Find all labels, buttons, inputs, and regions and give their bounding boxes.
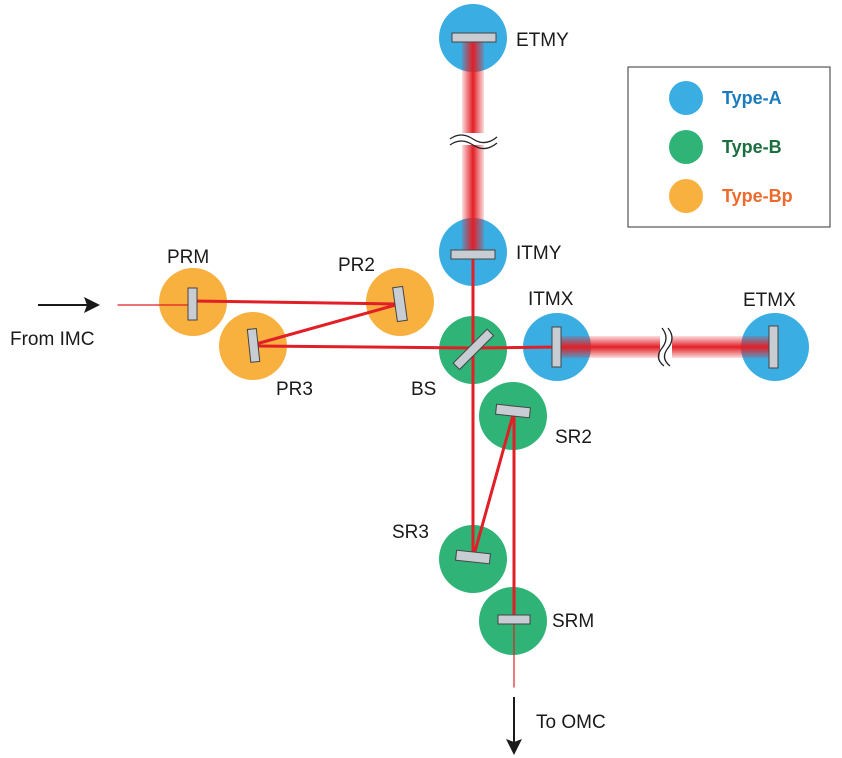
output-arrow — [506, 697, 522, 755]
legend-type-a-label: Type-A — [722, 88, 782, 108]
prm-pr2-beam — [191, 299, 401, 306]
legend-frame — [627, 66, 831, 228]
beam-paths — [117, 252, 559, 688]
sr3-sr2-beam — [472, 413, 515, 557]
label-sr2: SR2 — [555, 427, 592, 448]
label-sr3: SR3 — [392, 522, 429, 543]
y-arm-cavity-beam — [462, 40, 484, 252]
prm-mirror — [187, 287, 198, 321]
etmy-mirror — [451, 32, 497, 43]
label-from-imc: From IMC — [10, 329, 94, 350]
srm-mirror — [497, 614, 531, 625]
legend-type-bp-swatch — [669, 179, 703, 213]
pr3-bs-beam — [254, 344, 475, 350]
itmx-mirror — [551, 326, 562, 368]
y-arm-break-mark — [448, 133, 498, 150]
label-etmy: ETMY — [516, 30, 569, 51]
legend-type-b-swatch — [669, 130, 703, 164]
pr3-mirror — [246, 328, 261, 363]
legend-type-a-swatch — [669, 81, 703, 115]
label-prm: PRM — [167, 247, 209, 268]
label-to-omc: To OMC — [536, 712, 606, 733]
legend-type-bp-label: Type-Bp — [722, 186, 793, 206]
pr2-pr3-beam — [254, 302, 401, 346]
legend-type-b-label: Type-B — [722, 137, 782, 157]
label-srm: SRM — [552, 611, 594, 632]
label-itmx: ITMX — [528, 289, 574, 310]
sr3-mirror — [455, 549, 491, 565]
label-pr3: PR3 — [276, 379, 313, 400]
input-arrow — [38, 297, 100, 313]
label-itmy: ITMY — [516, 243, 562, 264]
bs-mirror — [452, 328, 495, 371]
mirrors — [187, 32, 779, 625]
bs-itmx-beam — [471, 345, 559, 350]
sr2-mirror — [495, 403, 531, 419]
label-pr2: PR2 — [338, 255, 375, 276]
itmy-mirror — [450, 249, 496, 260]
pr2-mirror — [392, 285, 408, 323]
legend: Type-A Type-B Type-Bp — [627, 66, 831, 228]
label-bs: BS — [411, 379, 436, 400]
x-arm-break-mark — [657, 327, 673, 367]
label-etmx: ETMX — [743, 290, 796, 311]
etmx-mirror — [768, 325, 779, 369]
